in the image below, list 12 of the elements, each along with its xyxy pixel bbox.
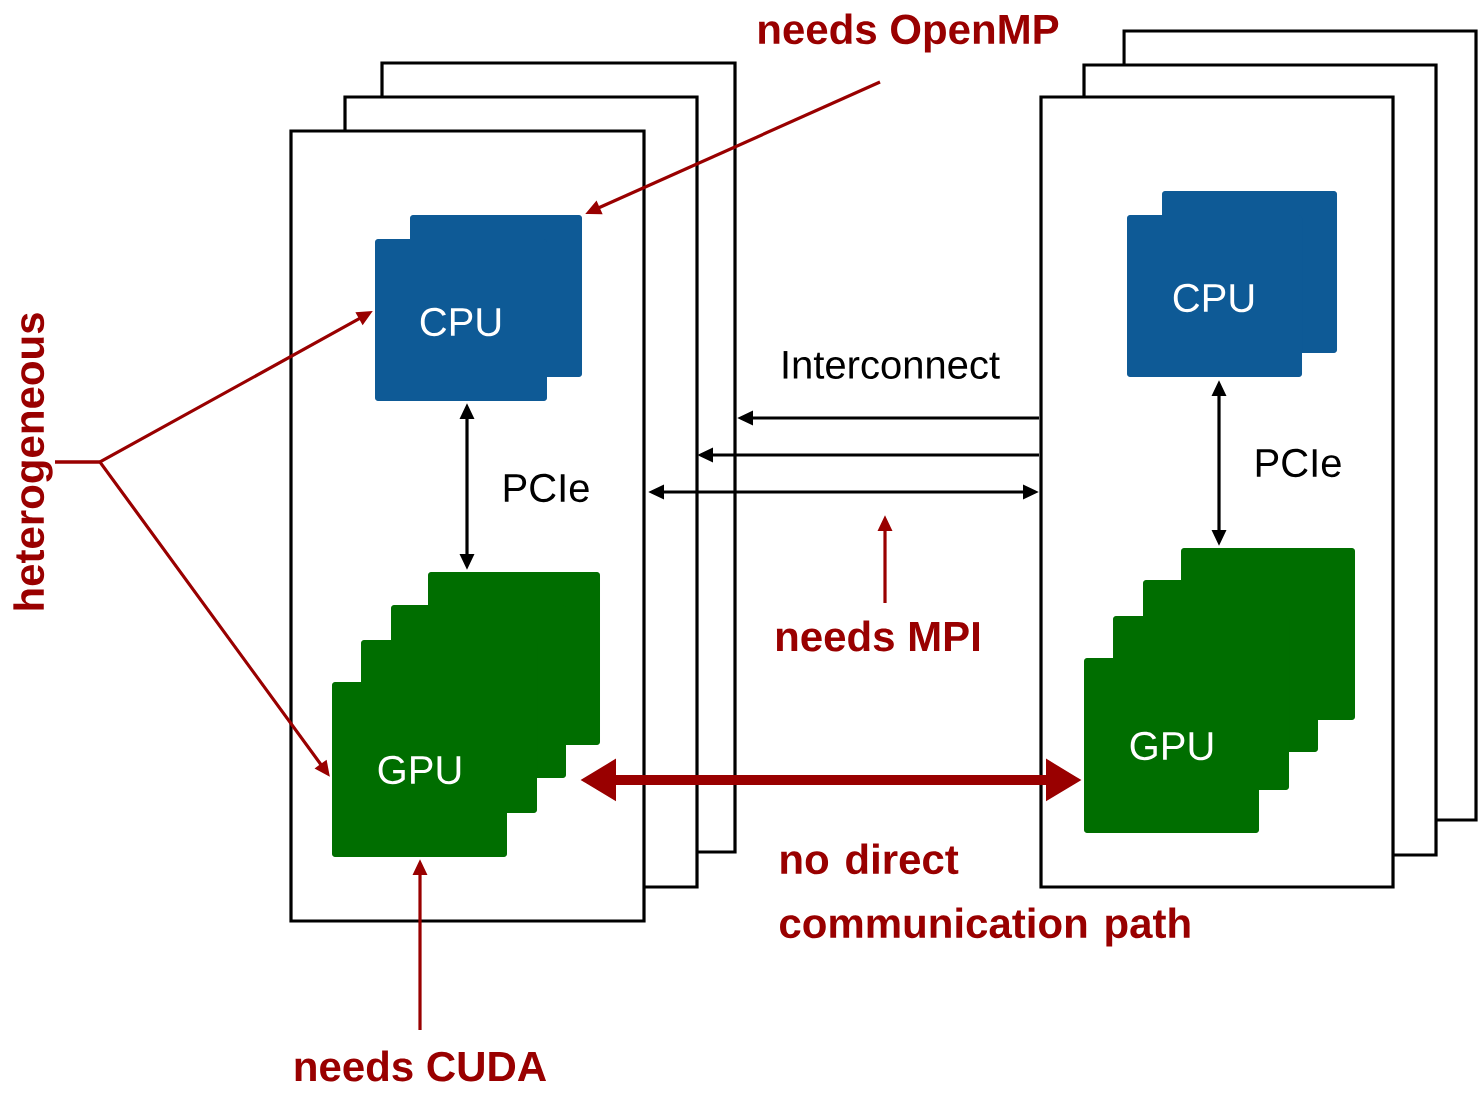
annotation-text: needs MPI (776, 620, 979, 652)
cpu-stack: CPU (1127, 191, 1337, 377)
cpu-stack: CPU (375, 215, 582, 401)
gpu-stack: GPU (1084, 548, 1355, 833)
edge-label: Interconnect (777, 349, 1003, 381)
edge-label: PCIe (499, 471, 593, 505)
annotation-text: needs OpenMP (759, 13, 1059, 53)
edge-label: PCIe (1251, 446, 1345, 480)
annotation-text: no direct communication path (780, 843, 1190, 947)
annotation-text: heterogeneous (13, 313, 53, 610)
annotation-text: needs CUDA (295, 1050, 547, 1082)
gpu-stack: GPU (332, 572, 600, 857)
